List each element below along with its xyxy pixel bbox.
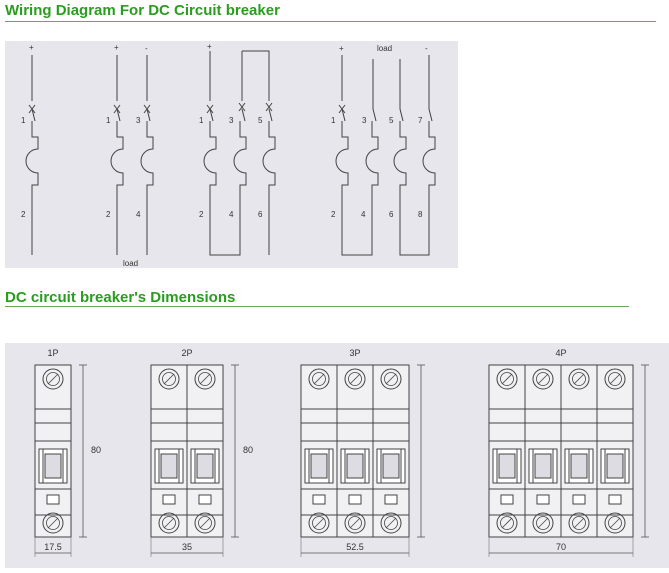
- terminal-screw-icon: [344, 368, 366, 390]
- minus-4p: -: [425, 44, 428, 53]
- wiring-1p: [25, 55, 39, 255]
- breaker-2p: [150, 364, 224, 538]
- dimensions-panel: 1P 80 17.5 2P 80 35 3P 52.5 4P 70: [5, 343, 669, 568]
- pole-number: 7: [418, 116, 423, 125]
- terminal-screw-icon: [158, 512, 180, 534]
- minus-2p: -: [145, 44, 148, 53]
- terminal-screw-icon: [532, 512, 554, 534]
- terminal-screw-icon: [532, 368, 554, 390]
- terminal-number: 4: [361, 210, 366, 219]
- plus-1p: +: [29, 43, 34, 52]
- terminal-screw-icon: [568, 368, 590, 390]
- pole-number: 3: [136, 116, 141, 125]
- terminal-screw-icon: [496, 512, 518, 534]
- pole-number: 1: [199, 116, 204, 125]
- plus-3p: +: [207, 42, 212, 51]
- wiring-diagram-title: Wiring Diagram For DC Circuit breaker: [5, 2, 280, 19]
- terminal-screw-icon: [194, 512, 216, 534]
- terminal-number: 2: [199, 210, 204, 219]
- terminal-screw-icon: [42, 512, 64, 534]
- load-label-bottom: load: [123, 259, 138, 268]
- terminal-screw-icon: [308, 512, 330, 534]
- pole-number: 1: [331, 116, 336, 125]
- terminal-number: 6: [258, 210, 263, 219]
- terminal-number: 8: [418, 210, 423, 219]
- terminal-number: 2: [21, 210, 26, 219]
- wiring-title-rule: [5, 21, 656, 22]
- wiring-2p: [110, 55, 154, 255]
- height-label: 80: [91, 445, 101, 455]
- breaker-label: 2P: [181, 348, 192, 358]
- breaker-label: 1P: [47, 348, 58, 358]
- terminal-number: 4: [136, 210, 141, 219]
- breaker-label: 4P: [555, 348, 566, 358]
- terminal-screw-icon: [604, 512, 626, 534]
- dimensions-title-rule: [5, 306, 629, 307]
- pole-number: 3: [229, 116, 234, 125]
- terminal-screw-icon: [380, 512, 402, 534]
- terminal-screw-icon: [194, 368, 216, 390]
- width-label: 70: [556, 542, 566, 552]
- wiring-3p: [203, 50, 276, 256]
- breaker-1p: [34, 364, 72, 538]
- pole-number: 1: [21, 116, 26, 125]
- terminal-screw-icon: [604, 368, 626, 390]
- terminal-number: 6: [389, 210, 394, 219]
- load-label-top: load: [377, 44, 392, 53]
- width-label: 52.5: [346, 542, 364, 552]
- pole-number: 5: [258, 116, 263, 125]
- terminal-screw-icon: [496, 368, 518, 390]
- width-label: 35: [182, 542, 192, 552]
- breaker-label: 3P: [349, 348, 360, 358]
- terminal-screw-icon: [308, 368, 330, 390]
- pole-number: 5: [389, 116, 394, 125]
- plus-2p: +: [114, 43, 119, 52]
- pole-number: 1: [106, 116, 111, 125]
- breaker-3p: [300, 364, 410, 538]
- dimensions-title: DC circuit breaker's Dimensions: [5, 289, 236, 306]
- terminal-screw-icon: [568, 512, 590, 534]
- breaker-4p: [488, 364, 634, 538]
- terminal-screw-icon: [158, 368, 180, 390]
- terminal-screw-icon: [380, 368, 402, 390]
- terminal-number: 2: [106, 210, 111, 219]
- terminal-screw-icon: [42, 368, 64, 390]
- wiring-4p: [335, 55, 436, 256]
- wiring-diagram-svg: + + - + + - load load 1 1 3 1 3 5 1 3 5 …: [21, 42, 436, 268]
- height-label: 80: [243, 445, 253, 455]
- wiring-diagram-panel: + + - + + - load load 1 1 3 1 3 5 1 3 5 …: [5, 41, 458, 268]
- width-label: 17.5: [44, 542, 62, 552]
- terminal-number: 4: [229, 210, 234, 219]
- plus-4p: +: [339, 44, 344, 53]
- pole-number: 3: [362, 116, 367, 125]
- terminal-number: 2: [331, 210, 336, 219]
- terminal-screw-icon: [344, 512, 366, 534]
- dimensions-svg: 1P 80 17.5 2P 80 35 3P 52.5 4P 70: [34, 348, 649, 557]
